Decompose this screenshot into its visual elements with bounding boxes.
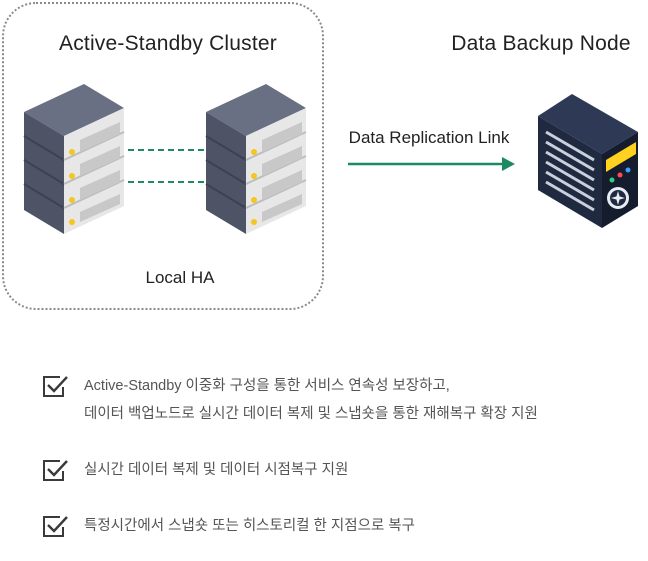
rack-server-icon-standby bbox=[205, 83, 307, 235]
checkbox-check-icon bbox=[43, 460, 68, 481]
backup-node-title: Data Backup Node bbox=[451, 32, 631, 55]
checkbox-check-icon bbox=[43, 376, 68, 397]
backup-server-icon bbox=[538, 94, 638, 228]
feature-item: Active-Standby 이중화 구성을 통한 서비스 연속성 보장하고, … bbox=[42, 372, 538, 428]
replication-link-label: Data Replication Link bbox=[348, 128, 510, 147]
feature-item: 실시간 데이터 복제 및 데이터 시점복구 지원 bbox=[42, 456, 348, 484]
active-standby-cluster-box bbox=[2, 2, 324, 310]
feature-text-line: 실시간 데이터 복제 및 데이터 시점복구 지원 bbox=[84, 462, 349, 478]
feature-text-line: Active-Standby 이중화 구성을 통한 서비스 연속성 보장하고, bbox=[84, 378, 450, 394]
feature-text-line: 데이터 백업노드로 실시간 데이터 복제 및 스냅숏을 통한 재해복구 확장 지… bbox=[84, 406, 538, 422]
rack-server-icon-active bbox=[23, 83, 125, 235]
diagram-art bbox=[23, 83, 638, 235]
feature-text-line: 특정시간에서 스냅숏 또는 히스토리컬 한 지점으로 복구 bbox=[84, 518, 415, 534]
replication-arrowhead bbox=[502, 157, 515, 171]
cluster-title: Active-Standby Cluster bbox=[59, 32, 277, 55]
local-ha-label: Local HA bbox=[145, 268, 215, 287]
checkbox-check-icon bbox=[43, 516, 68, 537]
feature-item: 특정시간에서 스냅숏 또는 히스토리컬 한 지점으로 복구 bbox=[42, 512, 415, 540]
